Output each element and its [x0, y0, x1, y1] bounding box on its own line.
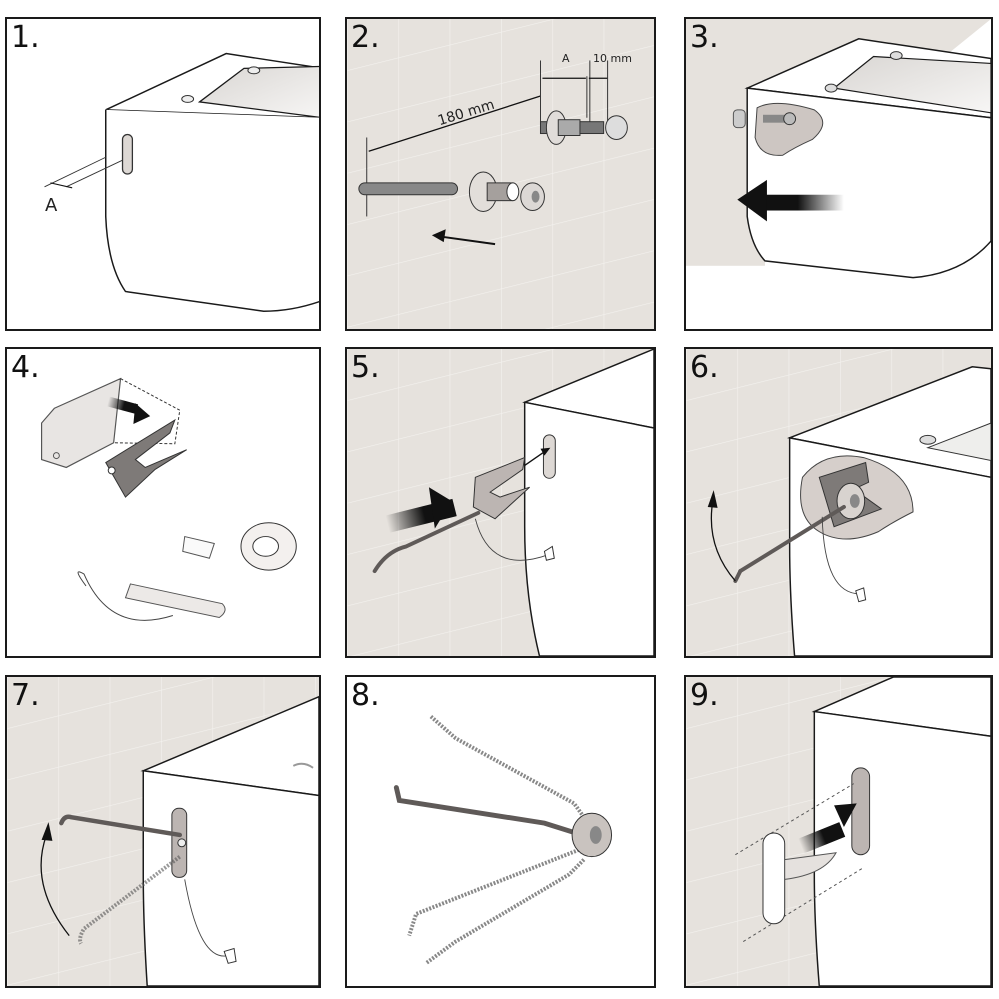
step-panel-8: 8.: [345, 675, 656, 988]
string: [77, 571, 174, 621]
hex-key-positions-illustration: [393, 715, 613, 965]
step-number: 4.: [11, 350, 40, 385]
hex-key: [393, 785, 585, 838]
step-number: 7.: [11, 678, 40, 713]
tighten-collar-illustration: [686, 349, 991, 656]
step-panel-4: 4.: [5, 347, 321, 658]
step-number: 6.: [690, 350, 719, 385]
hex-key: [738, 504, 846, 574]
tube: [124, 583, 226, 619]
bend-arrow-icon: [133, 403, 151, 425]
turn-hex-key-illustration: [7, 677, 319, 986]
step-panel-9: 9.: [684, 675, 993, 988]
shim-plate-flat: [40, 377, 122, 469]
dimension-label-a: A: [562, 52, 570, 65]
push-arrow-icon: [760, 194, 844, 211]
cover-cap-illustration: [686, 677, 991, 986]
mounting-slot: [121, 133, 134, 175]
cover-cap: [762, 832, 786, 925]
rotate-arrow-icon: [707, 490, 718, 508]
step-number: 2.: [351, 20, 380, 55]
parts-illustration: [40, 377, 297, 621]
mounting-slot: [851, 767, 871, 856]
dimension-label-a: A: [45, 195, 58, 216]
insert-arrow-icon: [834, 803, 857, 828]
step-number: 8.: [351, 678, 380, 713]
offset-label-10mm: 10 mm: [593, 52, 632, 65]
hex-key: [372, 510, 481, 574]
push-toilet-illustration: [686, 19, 991, 279]
mounting-slot: [542, 434, 556, 479]
step-number: 3.: [690, 20, 719, 55]
step-panel-6: 6.: [684, 347, 993, 658]
step-panel-2: 2. 180 mm A 10 mm: [345, 17, 656, 331]
hex-key: [59, 814, 183, 838]
step-panel-3: 3.: [684, 17, 993, 331]
toilet-side-illustration: [44, 52, 319, 312]
step-panel-1: 1. A: [5, 17, 321, 331]
rotate-arrow-icon: [41, 822, 53, 841]
hex-key-previous-position: [78, 855, 181, 945]
step-number: 9.: [690, 678, 719, 713]
step-number: 5.: [351, 350, 380, 385]
push-arrow-icon: [428, 487, 452, 529]
bolt-assembly-illustration: [347, 19, 654, 329]
step-number: 1.: [11, 20, 40, 55]
step-panel-7: 7.: [5, 675, 321, 988]
shim-plate-bent: [105, 418, 187, 498]
shim-plate: [472, 456, 530, 520]
insert-shim-illustration: [347, 349, 654, 656]
step-panel-5: 5.: [345, 347, 656, 658]
